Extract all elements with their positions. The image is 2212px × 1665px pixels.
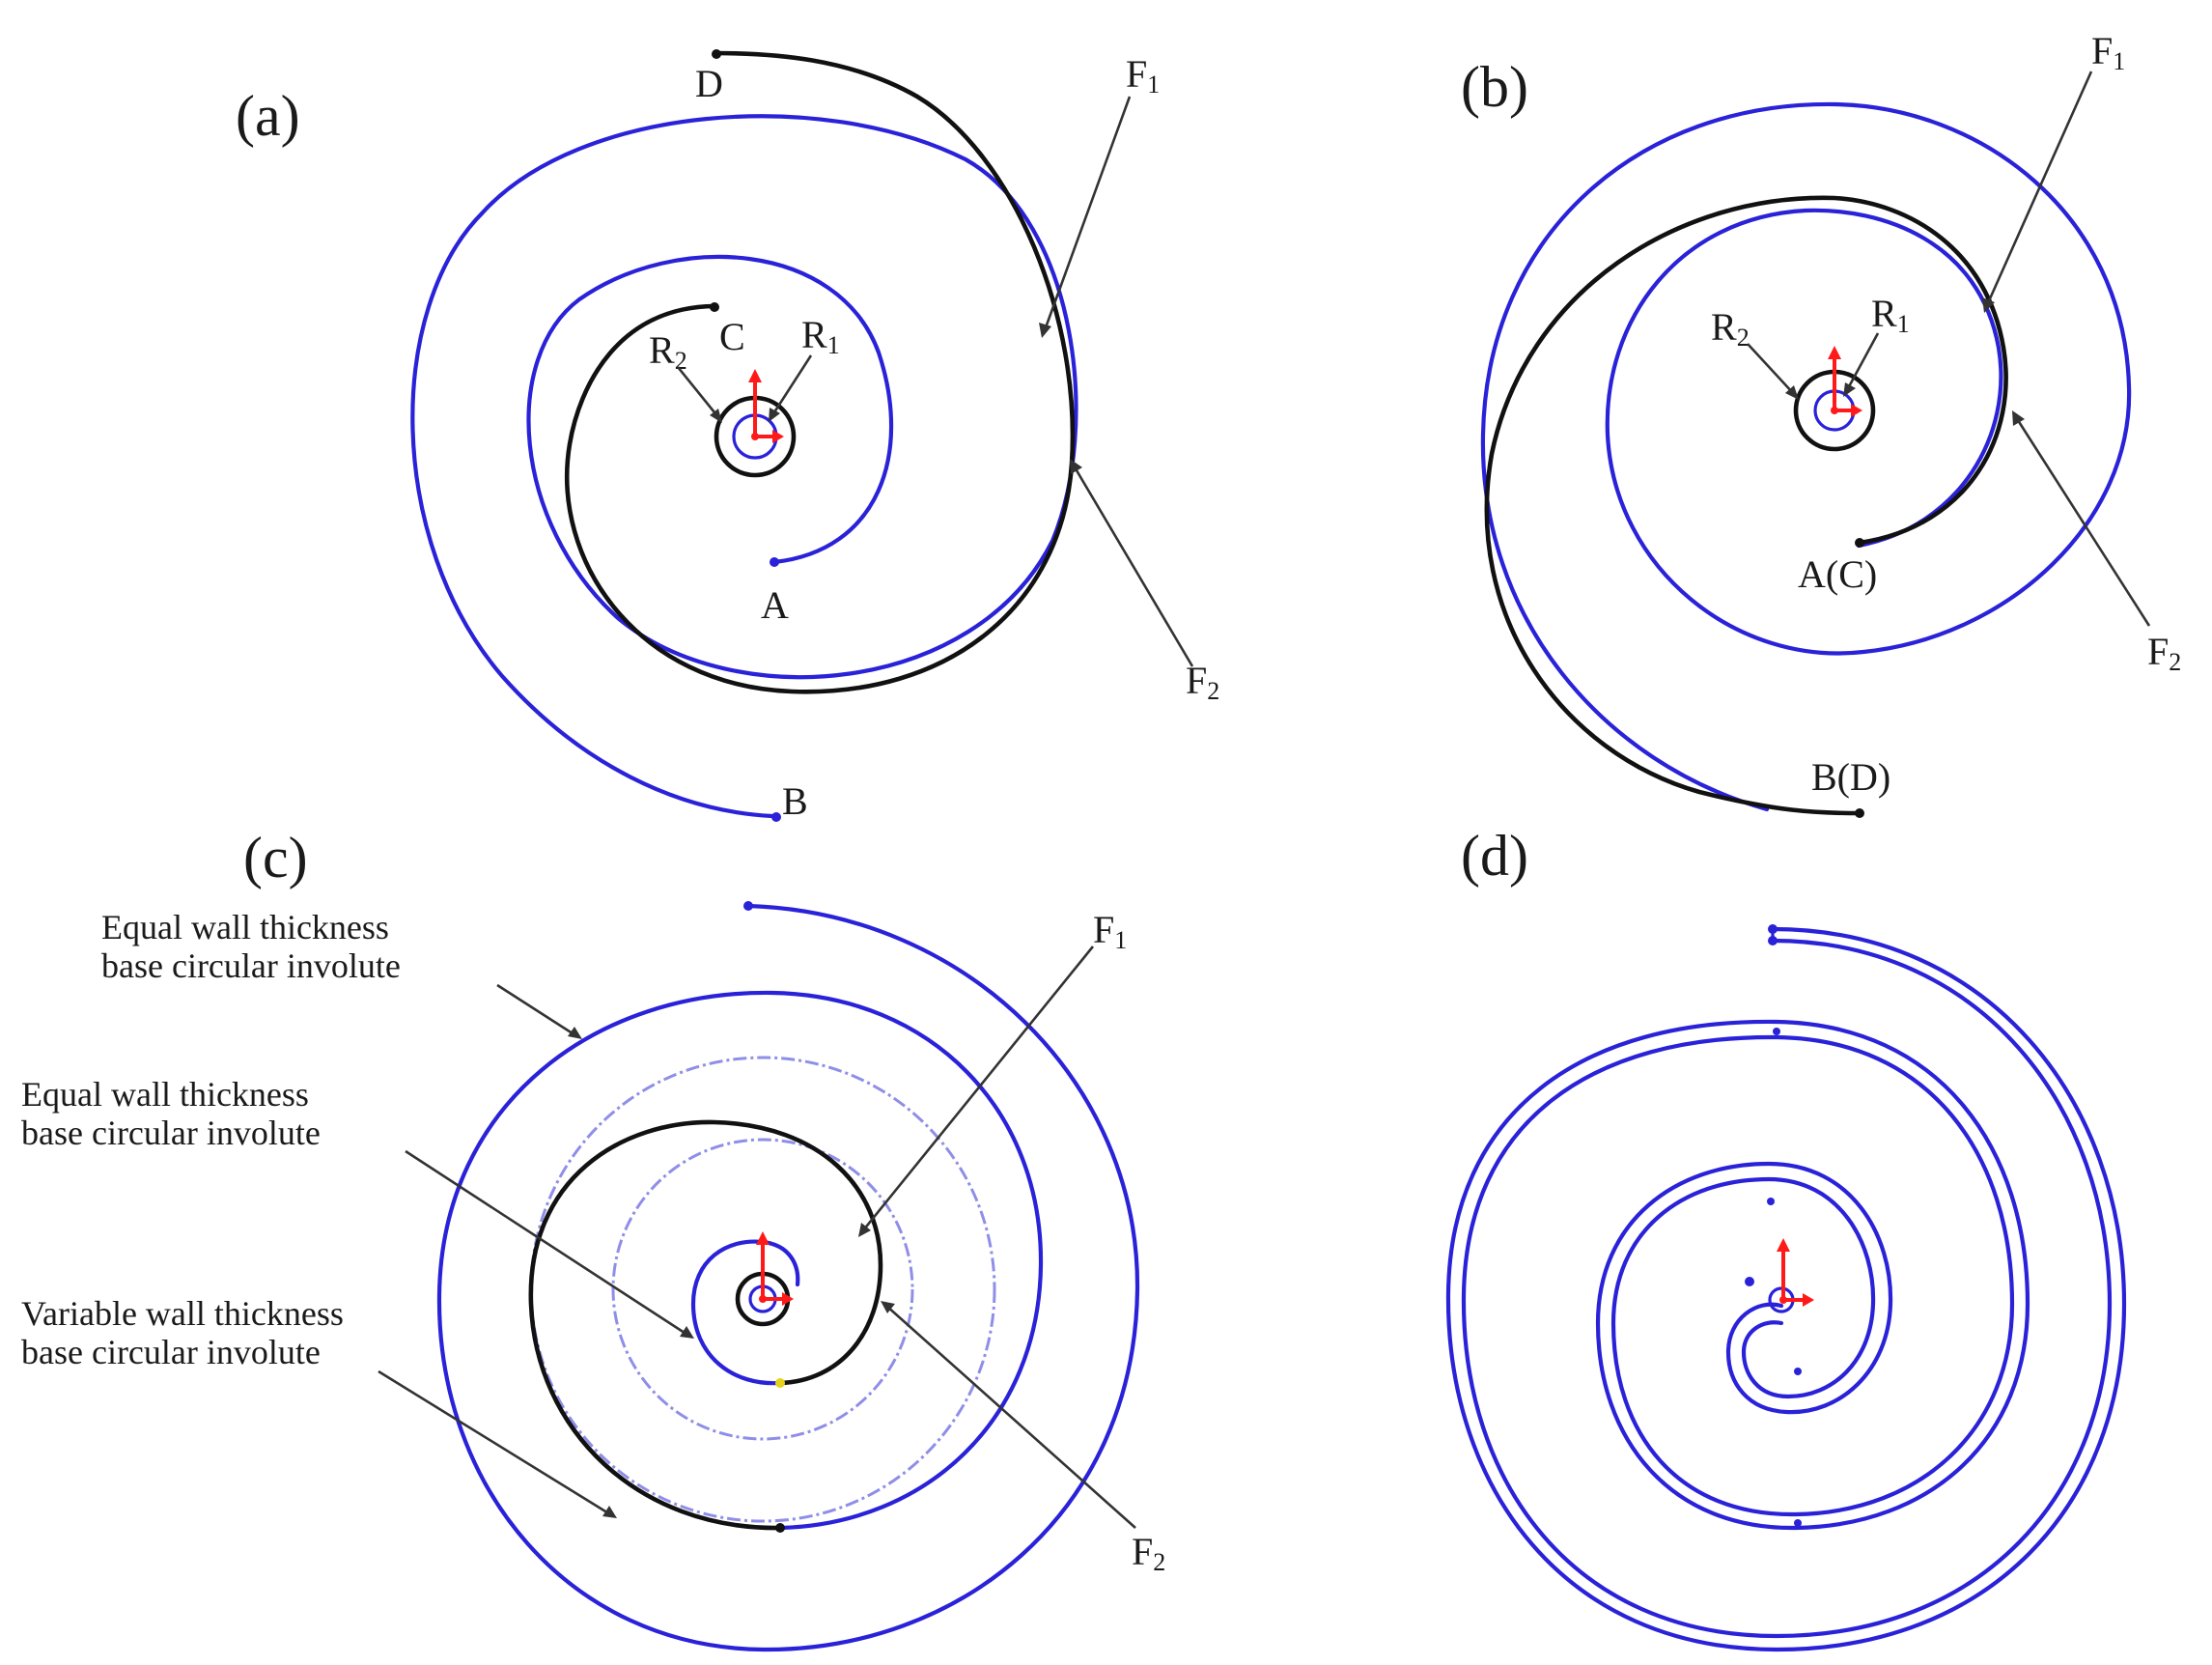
panel-c-callout1-line1: Equal wall thickness — [101, 908, 389, 946]
panel-a-r1-leader — [770, 354, 813, 416]
panel-a-point-d — [712, 49, 721, 59]
panel-b-f2-leader — [2014, 416, 2151, 627]
panel-b-label-r1: R1 — [1871, 292, 1910, 338]
panel-c-black-spiral — [528, 1119, 883, 1531]
panel-d-vertex-3 — [1767, 1198, 1775, 1205]
panel-b-point-ac — [1855, 538, 1864, 548]
panel-a-point-a — [770, 557, 779, 567]
panel-c-ref-circle-inner — [611, 1138, 914, 1441]
panel-a-f1-leader — [1043, 96, 1132, 331]
panel-a-letter: (a) — [236, 84, 300, 148]
panel-b-origin-axes — [1828, 346, 1862, 417]
panel-c-callout2-line1: Equal wall thickness — [21, 1075, 309, 1114]
panel-a-label-f2: F2 — [1186, 659, 1219, 705]
panel-c-callout3-line1: Variable wall thickness — [21, 1294, 344, 1333]
panel-a: (a) D C A B R2 R1 F1 F2 — [236, 49, 1219, 823]
panel-d-end-point-outer — [1768, 924, 1778, 934]
panel-a-inner-blue-spiral — [410, 114, 1078, 819]
panel-a-label-d: D — [695, 62, 723, 105]
panel-c-label-f2: F2 — [1132, 1530, 1165, 1576]
panel-c-outer-blue-spiral — [436, 903, 1140, 1652]
panel-a-label-c: C — [719, 315, 745, 358]
panel-d-vertex-1 — [1773, 1028, 1780, 1035]
panel-c-letter: (c) — [243, 826, 308, 889]
panel-d-vertex-4 — [1794, 1368, 1802, 1375]
panel-c-f2-leader — [885, 1305, 1136, 1529]
panel-b-label-bd: B(D) — [1811, 755, 1890, 799]
panel-b-label-f1: F1 — [2091, 29, 2125, 75]
panel-c-origin-axes — [756, 1231, 794, 1306]
panel-b: (b) A(C) B(D) R2 R1 F1 F2 — [1461, 29, 2181, 818]
panel-d-inner-wall-spiral — [1461, 938, 2113, 1639]
panel-d: (d) — [1445, 824, 2127, 1652]
panel-a-point-b — [771, 812, 781, 822]
panel-c-callout2-leader — [405, 1149, 688, 1337]
panel-d-end-point-inner — [1768, 936, 1778, 945]
panel-b-r1-leader — [1845, 332, 1880, 391]
panel-b-black-spiral — [1484, 195, 2008, 816]
panel-c: (c) Equal wall thickness base circular i… — [21, 826, 1165, 1652]
panel-d-vertex-5 — [1745, 1277, 1754, 1286]
panel-b-label-ac: A(C) — [1798, 552, 1877, 596]
panel-a-f2-leader — [1072, 465, 1194, 667]
panel-c-callout2-line2: base circular involute — [21, 1114, 321, 1152]
panel-a-inner-black-spiral — [564, 50, 1076, 694]
panel-b-r2-leader — [1747, 343, 1795, 395]
panel-b-label-r2: R2 — [1711, 305, 1750, 352]
panel-c-f1-leader — [861, 945, 1095, 1231]
panel-a-label-r1: R1 — [801, 313, 840, 359]
panel-d-letter: (d) — [1461, 824, 1528, 888]
panel-c-label-f1: F1 — [1093, 908, 1127, 954]
panel-a-point-c — [710, 302, 719, 312]
panel-d-origin-axes — [1777, 1238, 1814, 1307]
panel-a-r2-leader — [676, 366, 720, 418]
panel-a-label-f1: F1 — [1126, 52, 1160, 99]
panel-a-origin-axes — [748, 369, 784, 443]
panel-b-point-bd — [1855, 808, 1864, 818]
panel-a-label-a: A — [761, 583, 789, 627]
panel-b-f1-leader — [1985, 71, 2093, 306]
panel-b-label-f2: F2 — [2147, 630, 2181, 676]
panel-c-junction-point — [775, 1523, 785, 1533]
panel-b-letter: (b) — [1461, 55, 1528, 119]
panel-c-callout1-leader — [496, 983, 576, 1037]
panel-c-callout1-line2: base circular involute — [101, 946, 401, 985]
panel-c-end-point — [743, 901, 753, 911]
panel-d-outer-wall-spiral — [1445, 926, 2127, 1652]
panel-d-vertex-2 — [1794, 1519, 1802, 1527]
panel-c-inner-blue-spiral — [690, 1239, 800, 1386]
panel-b-blue-spiral — [1480, 101, 2132, 812]
panel-c-callout3-line2: base circular involute — [21, 1333, 321, 1371]
panel-a-label-b: B — [782, 779, 808, 823]
panel-c-callout3-leader — [378, 1369, 611, 1516]
panel-c-yellow-junction — [775, 1378, 785, 1388]
